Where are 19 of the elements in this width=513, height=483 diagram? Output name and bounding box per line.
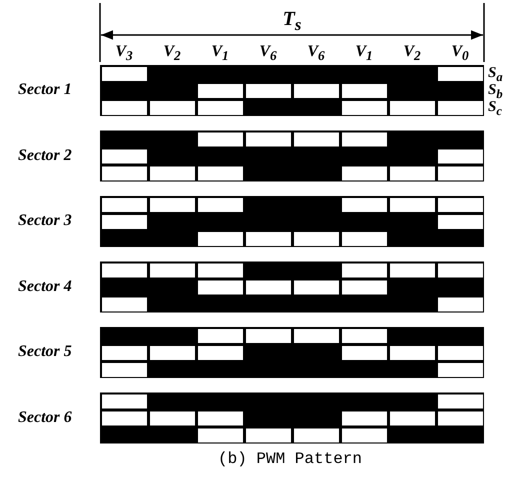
- caption: (b) PWM Pattern: [218, 451, 362, 467]
- sector-label: Sector 4: [18, 278, 72, 294]
- vector-label: V$_{2}$: [163, 44, 181, 63]
- vector-label: V$_{3}$: [115, 44, 133, 63]
- sector-label: Sector 1: [18, 82, 72, 98]
- sector-label: Sector 5: [18, 344, 72, 360]
- vector-label: V$_{1}$: [211, 44, 229, 63]
- vector-label: V$_{1}$: [355, 44, 373, 63]
- sector-label: Sector 2: [18, 148, 72, 164]
- vector-label: V$_{0}$: [451, 44, 469, 63]
- sector-label: Sector 6: [18, 410, 72, 426]
- vector-label: V$_{6}$: [307, 44, 325, 63]
- signal-label: S$_{a}$: [488, 66, 503, 84]
- sector-label: Sector 3: [18, 213, 72, 229]
- vector-label: V$_{2}$: [403, 44, 421, 63]
- signal-label: S$_{b}$: [488, 83, 503, 100]
- vector-label: V$_{6}$: [259, 44, 277, 63]
- period-label: T$_{s}$: [282, 9, 302, 34]
- signal-label: S$_{c}$: [488, 100, 502, 118]
